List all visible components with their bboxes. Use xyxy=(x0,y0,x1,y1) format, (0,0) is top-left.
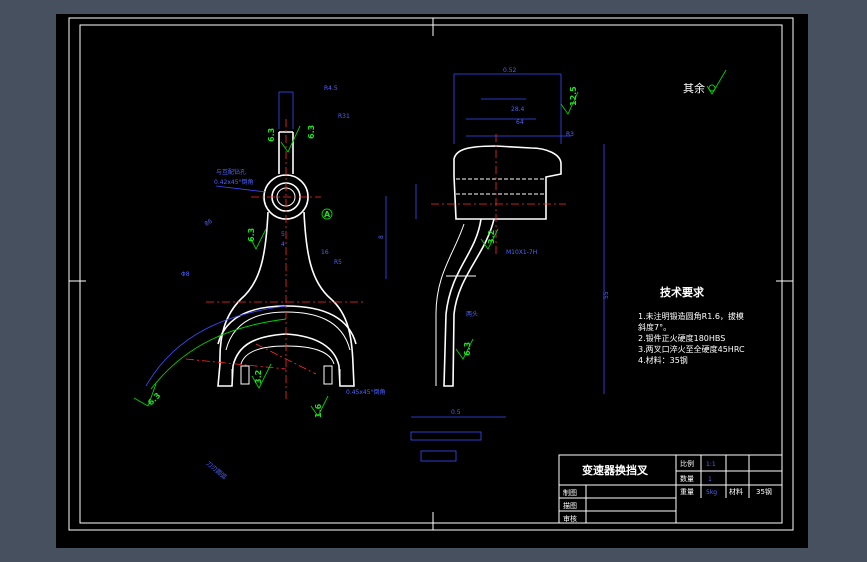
material-value: 35钢 xyxy=(756,487,772,496)
tool-note: 刀刃圆弧 xyxy=(205,459,229,481)
dim-phi8: Φ8 xyxy=(181,271,190,278)
svg-text:6.3: 6.3 xyxy=(307,125,316,139)
dim-r5: R5 xyxy=(334,259,342,266)
svg-text:6.3: 6.3 xyxy=(247,228,256,242)
dim-top: R4.5 xyxy=(324,85,338,92)
weight-label: 重量 xyxy=(680,488,694,496)
svg-text:12.5: 12.5 xyxy=(569,86,578,106)
both-sides: 两头 xyxy=(466,310,478,318)
tech-item-1b: 斜度7°。 xyxy=(638,322,671,332)
hole-note-1: 与互配钻孔 xyxy=(216,168,246,176)
roughness-rest-label: 其余 xyxy=(683,81,705,95)
weight-value: 5kg xyxy=(706,489,717,496)
roughness-rest: 其余 xyxy=(683,69,727,95)
hole-note-2: 0.42x45°倒角 xyxy=(214,178,254,186)
tech-requirements: 技术要求 1.未注明锻造圆角R1.6，拔模 斜度7°。 2.锻件正火硬度180H… xyxy=(638,285,745,365)
drawn-label: 制图 xyxy=(563,488,577,497)
dim-86: 86 xyxy=(204,218,214,228)
dim-64: 0.52 xyxy=(503,67,517,74)
tech-item-4: 4.材料：35钢 xyxy=(638,355,688,365)
material-label: 材料 xyxy=(729,487,743,496)
drawing-canvas[interactable]: 其余 R4.5 R31 R5 Φ8 xyxy=(56,14,808,548)
thread-note: M10X1-7H xyxy=(506,249,537,256)
dim-5: 5 xyxy=(281,231,285,238)
dim-16b: 28.4 xyxy=(511,106,525,113)
svg-text:3.2: 3.2 xyxy=(487,230,496,244)
drawing-frame xyxy=(68,17,794,531)
check-label: 描图 xyxy=(563,501,577,510)
title-block: 变速器换挡叉 比例 1:1 数量 1 重量 5kg 材料 35钢 制图 描图 审… xyxy=(558,454,783,524)
chamfer-note: 0.45x45°倒角 xyxy=(346,388,386,396)
svg-text:6.3: 6.3 xyxy=(267,128,276,142)
svg-text:6.3: 6.3 xyxy=(463,342,472,356)
dim-284: 55 xyxy=(603,291,610,299)
tech-title: 技术要求 xyxy=(660,285,705,299)
qty-label: 数量 xyxy=(680,474,694,483)
dim-16: 16 xyxy=(321,249,329,256)
tech-item-2: 2.锻件正火硬度180HBS xyxy=(638,333,725,343)
dim-11: 64 xyxy=(516,119,524,126)
part-name: 变速器换挡叉 xyxy=(582,463,649,477)
scale-value: 1:1 xyxy=(706,461,716,468)
tech-item-3: 3.两叉口淬火至全硬度45HRC xyxy=(638,344,745,354)
scale-label: 比例 xyxy=(680,459,694,468)
dim-052: R3 xyxy=(566,131,574,138)
tech-item-1: 1.未注明锻造圆角R1.6，拔模 xyxy=(638,311,744,321)
front-view: R4.5 R31 R5 Φ8 86 5 4 16 与互配钻孔 0.42x45°倒… xyxy=(133,85,386,481)
svg-text:1.6: 1.6 xyxy=(314,403,323,418)
dim-4: 4 xyxy=(281,241,285,248)
dim-r31: R31 xyxy=(338,113,350,120)
qty-value: 1 xyxy=(708,476,712,483)
datum-a: A xyxy=(324,210,331,219)
cad-drawing: 其余 R4.5 R31 R5 Φ8 xyxy=(68,17,794,531)
svg-text:3.2: 3.2 xyxy=(254,370,263,384)
side-view: 0.52 28.4 64 R3 55 8 M10X1-7H 两头 0.5 12.… xyxy=(378,67,610,462)
review-label: 审核 xyxy=(563,514,577,523)
dim-55: 8 xyxy=(378,235,385,239)
dim-bottom: 0.5 xyxy=(451,409,461,416)
